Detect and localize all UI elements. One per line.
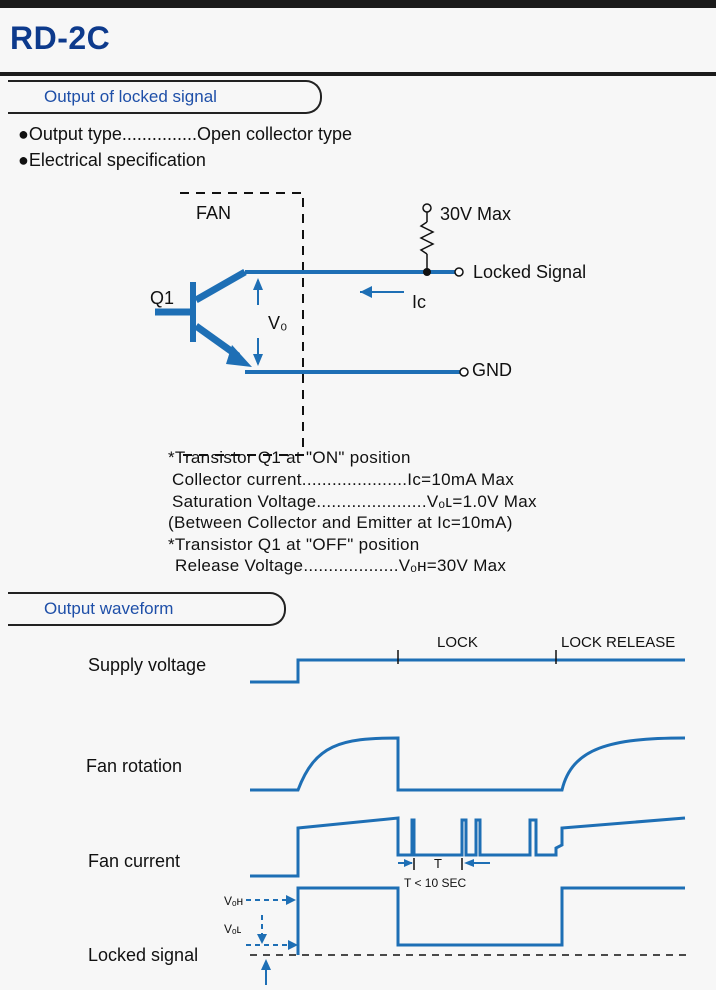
top-bar <box>0 0 716 8</box>
spec-line-6: Release Voltage...................Vₒʜ=30… <box>175 556 507 575</box>
voh-label: Vₒʜ <box>224 894 244 908</box>
voltage-max-label: 30V Max <box>440 204 512 224</box>
spec-line-3: Saturation Voltage......................… <box>172 492 537 511</box>
supply-voltage-label: Supply voltage <box>88 655 207 675</box>
page-title: RD-2C <box>10 20 111 56</box>
output-type-line: ●Output type...............Open collecto… <box>18 124 353 144</box>
locked-signal-label: Locked signal <box>88 945 199 965</box>
spec-line-4: (Between Collector and Emitter at Iᴄ=10m… <box>168 513 513 532</box>
waveform-diagram <box>250 650 686 955</box>
lock-release-label: LOCK RELEASE <box>561 634 676 651</box>
spec-line-1: *Transistor Q1 at "ON" position <box>168 448 411 467</box>
fan-rotation-label: Fan rotation <box>86 756 183 776</box>
spec-line-5: *Transistor Q1 at "OFF" position <box>168 535 420 554</box>
transistor-q1-label: Q1 <box>150 288 175 308</box>
vol-label: Vₒʟ <box>224 922 242 936</box>
circuit-diagram <box>155 192 469 456</box>
locked-signal-terminal-label: Locked Signal <box>473 262 587 282</box>
fan-label: FAN <box>196 203 232 223</box>
title-rule <box>0 72 716 76</box>
ic-label: Ic <box>412 292 427 312</box>
electrical-spec-line: ●Electrical specification <box>18 150 206 170</box>
section-heading-locked-signal: Output of locked signal <box>8 80 322 114</box>
t-condition-label: T < 10 SEC <box>404 876 467 890</box>
vo-label: V₀ <box>268 313 288 333</box>
section-heading-output-waveform: Output waveform <box>8 592 286 626</box>
gnd-label: GND <box>472 360 512 380</box>
waveform-annotations <box>246 858 690 985</box>
fan-current-label: Fan current <box>88 851 181 871</box>
t-label: T <box>434 856 442 871</box>
spec-line-2: Collector current.....................Iᴄ… <box>172 470 515 489</box>
lock-label: LOCK <box>437 634 478 651</box>
